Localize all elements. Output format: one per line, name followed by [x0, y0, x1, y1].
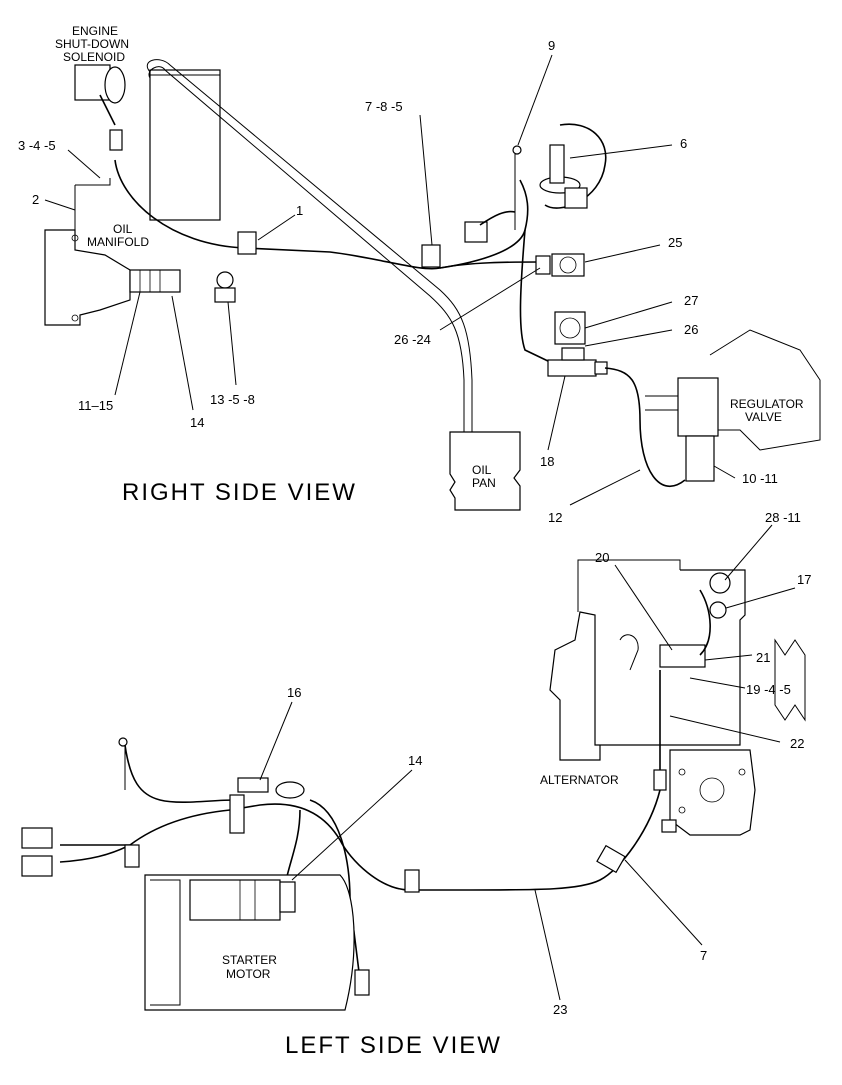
callout-28-11: 28 -11 [765, 510, 801, 525]
caption-engine-2: SHUT-DOWN [55, 37, 129, 51]
caption-oil-pan-1: OIL [472, 463, 492, 477]
callout-10-11: 10 -11 [742, 471, 778, 486]
callout-7-left: 7 [700, 948, 707, 963]
callout-20: 20 [595, 550, 609, 565]
connector-20 [659, 644, 706, 668]
title-left-side-view: LEFT SIDE VIEW [285, 1032, 502, 1059]
callout-7-8-5: 7 -8 -5 [365, 99, 403, 114]
engine-block-lower [661, 749, 756, 836]
engine-block [44, 229, 131, 326]
bracket [74, 178, 111, 235]
switch-18 [547, 311, 608, 377]
callout-1: 1 [296, 203, 303, 218]
connector-16 [237, 777, 269, 793]
caption-starter-2: MOTOR [226, 967, 271, 981]
pulley [774, 638, 806, 722]
connector-pair-left [21, 827, 53, 877]
wire-17 [699, 589, 711, 656]
callout-11-15: 11–15 [78, 398, 113, 413]
cap-9 [512, 145, 522, 155]
shutdown-solenoid [74, 64, 126, 151]
clip-16 [229, 794, 245, 834]
callout-12: 12 [548, 510, 562, 525]
callout-14-right: 14 [190, 415, 204, 430]
callout-6: 6 [680, 136, 687, 151]
caption-oil-pan-2: PAN [472, 476, 496, 490]
pressure-sender [129, 269, 181, 293]
harness-left-up [124, 744, 236, 804]
callout-19-4-5: 19 -4 -5 [746, 682, 791, 697]
plug-16 [275, 781, 305, 799]
connector-13 [214, 271, 236, 303]
caption-regulator-2: VALVE [745, 410, 782, 424]
harness-left-branch-2 [59, 844, 131, 863]
callout-14-left: 14 [408, 753, 422, 768]
terminal-17 [709, 601, 727, 619]
callout-26-24: 26 -24 [394, 332, 431, 347]
harness-starter-2 [284, 809, 301, 886]
harness-left-branch [60, 809, 231, 846]
clip-1 [237, 231, 257, 255]
alternator-housing [549, 559, 746, 761]
callout-16: 16 [287, 685, 301, 700]
terminal-28 [709, 572, 731, 594]
left-leaders [259, 524, 796, 1001]
oil-filter [149, 69, 221, 221]
right-leaders [44, 54, 736, 506]
callout-3-4-5: 3 -4 -5 [18, 138, 56, 153]
clip-7 [421, 244, 441, 268]
caption-oil-manifold-1: OIL [113, 222, 133, 236]
harness-branch [439, 261, 541, 269]
callout-18: 18 [540, 454, 554, 469]
harness-down [519, 229, 551, 363]
caption-alternator: ALTERNATOR [540, 773, 619, 787]
callout-13-5-8: 13 -5 -8 [210, 392, 255, 407]
callout-9: 9 [548, 38, 555, 53]
clip-left [124, 844, 140, 868]
wire-12 [604, 367, 686, 487]
caption-starter-1: STARTER [222, 953, 277, 967]
harness-main [114, 159, 529, 270]
oil-pan [449, 431, 521, 511]
callout-21: 21 [756, 650, 770, 665]
callout-2: 2 [32, 192, 39, 207]
title-right-side-view: RIGHT SIDE VIEW [122, 479, 357, 506]
callout-22: 22 [790, 736, 804, 751]
rod-cap-left [118, 737, 128, 747]
callout-23: 23 [553, 1002, 567, 1017]
fitting [619, 634, 639, 671]
starter-motor [144, 874, 370, 1011]
caption-engine-1: ENGINE [72, 24, 118, 38]
caption-oil-manifold-2: MANIFOLD [87, 235, 149, 249]
dipstick-tube [147, 59, 473, 440]
clip-mid [404, 869, 420, 893]
caption-engine-3: SOLENOID [63, 50, 125, 64]
clip-7-left [596, 844, 626, 874]
caption-regulator-1: REGULATOR [730, 397, 804, 411]
callout-25: 25 [668, 235, 682, 250]
sensor-6 [464, 123, 607, 243]
connector-25 [535, 253, 585, 277]
callout-27: 27 [684, 293, 698, 308]
clip-alternator [653, 769, 667, 791]
callout-17: 17 [797, 572, 811, 587]
regulator-valve [645, 329, 821, 482]
callout-26: 26 [684, 322, 698, 337]
